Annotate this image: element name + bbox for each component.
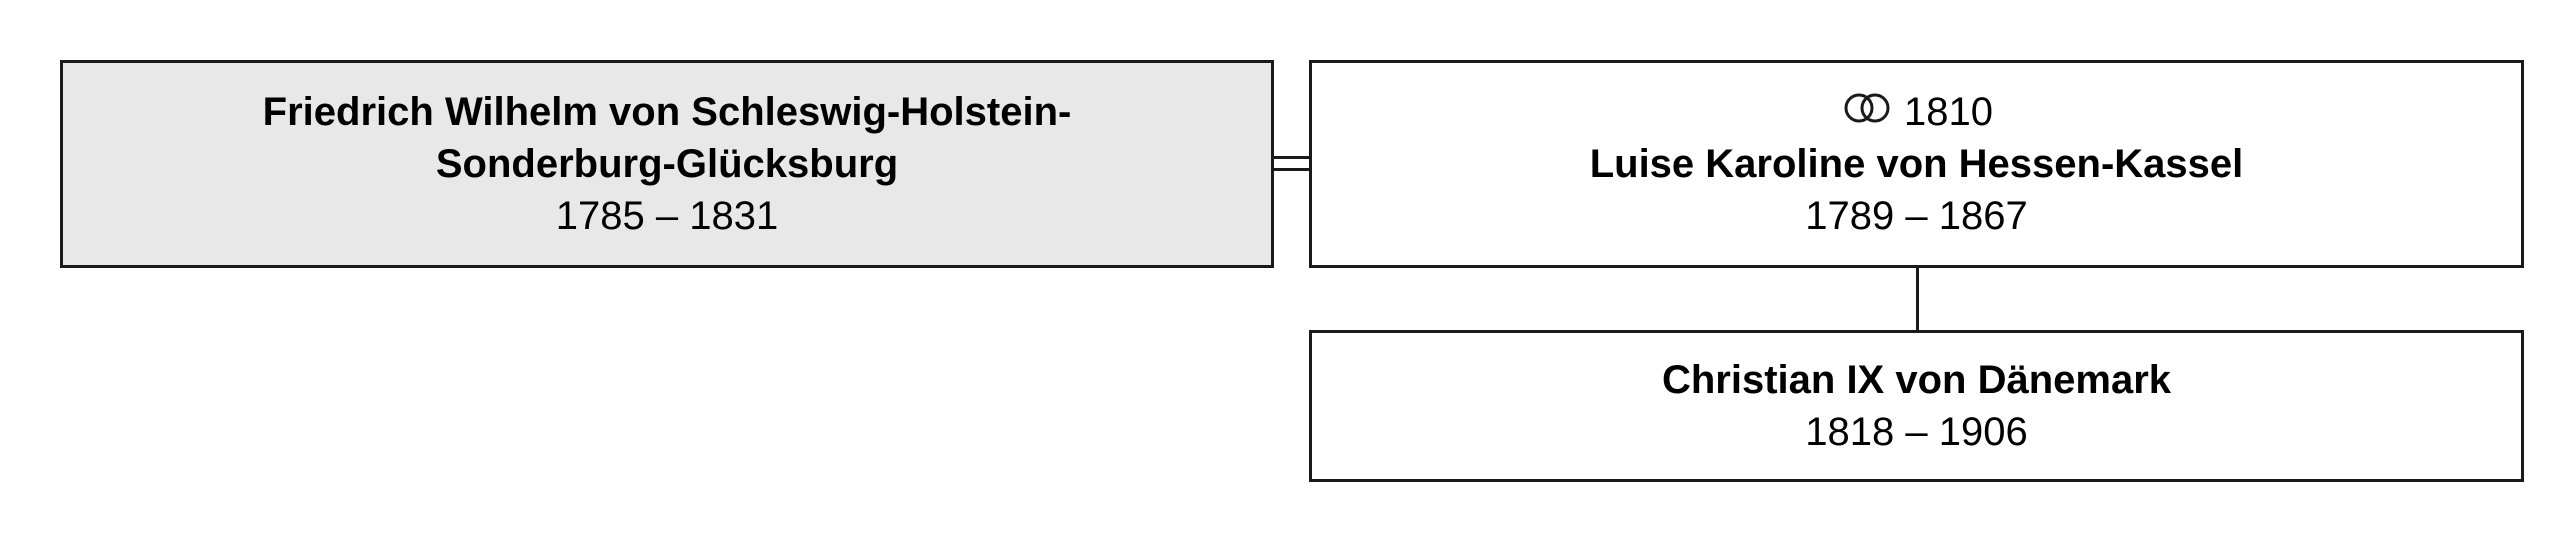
marriage-connector-top bbox=[1274, 156, 1309, 159]
person-name-line-2: Sonderburg-Glücksburg bbox=[435, 142, 899, 186]
person-box-christian-ix: Christian IX von Dänemark 1818 – 1906 bbox=[1309, 330, 2524, 482]
person-years: 1785 – 1831 bbox=[555, 194, 779, 238]
person-name: Luise Karoline von Hessen-Kassel bbox=[1589, 142, 2244, 186]
person-years: 1818 – 1906 bbox=[1805, 410, 2028, 454]
person-name: Friedrich Wilhelm von Schleswig-Holstein… bbox=[263, 86, 1072, 190]
child-connector bbox=[1916, 268, 1919, 330]
person-name: Christian IX von Dänemark bbox=[1661, 358, 2172, 402]
marriage-info: 1810 bbox=[1840, 86, 1993, 138]
person-years: 1789 – 1867 bbox=[1805, 194, 2028, 238]
person-box-friedrich-wilhelm: Friedrich Wilhelm von Schleswig-Holstein… bbox=[60, 60, 1274, 268]
person-box-luise-karoline: 1810 Luise Karoline von Hessen-Kassel 17… bbox=[1309, 60, 2524, 268]
marriage-year: 1810 bbox=[1904, 90, 1993, 134]
marriage-connector-bottom bbox=[1274, 168, 1309, 171]
interlocking-rings-icon bbox=[1840, 86, 1894, 138]
person-name-line-1: Friedrich Wilhelm von Schleswig-Holstein… bbox=[262, 90, 1072, 134]
